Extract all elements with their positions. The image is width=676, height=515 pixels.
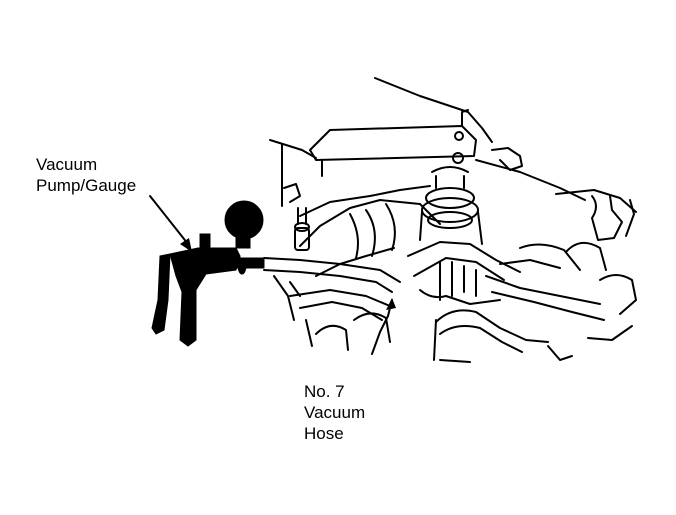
hose-label-line3: Hose	[304, 424, 344, 443]
hose-arrowhead	[386, 298, 396, 310]
gauge-dial	[224, 200, 264, 240]
pump-label-line1: Vacuum	[36, 155, 98, 174]
hose-label-line1: No. 7	[304, 382, 345, 401]
pump-arrowhead	[180, 238, 192, 252]
vacuum-modulator	[419, 166, 483, 245]
intake-runners	[273, 275, 391, 351]
pump-gauge-callout: Vacuum Pump/Gauge	[36, 154, 136, 196]
hose-label-line2: Vacuum	[304, 403, 366, 422]
lower-cluster	[433, 309, 633, 363]
pump-leader-line	[149, 195, 189, 245]
throttle-linkage	[407, 195, 637, 321]
air-cleaner-housing	[269, 77, 637, 217]
vacuum-hose-callout: No. 7 Vacuum Hose	[304, 381, 365, 444]
intake-duct	[299, 199, 441, 277]
test-hose	[263, 257, 401, 293]
pump-label-line2: Pump/Gauge	[36, 176, 137, 195]
vacuum-pump-gauge	[151, 200, 265, 347]
vacuum-valve	[294, 207, 310, 251]
